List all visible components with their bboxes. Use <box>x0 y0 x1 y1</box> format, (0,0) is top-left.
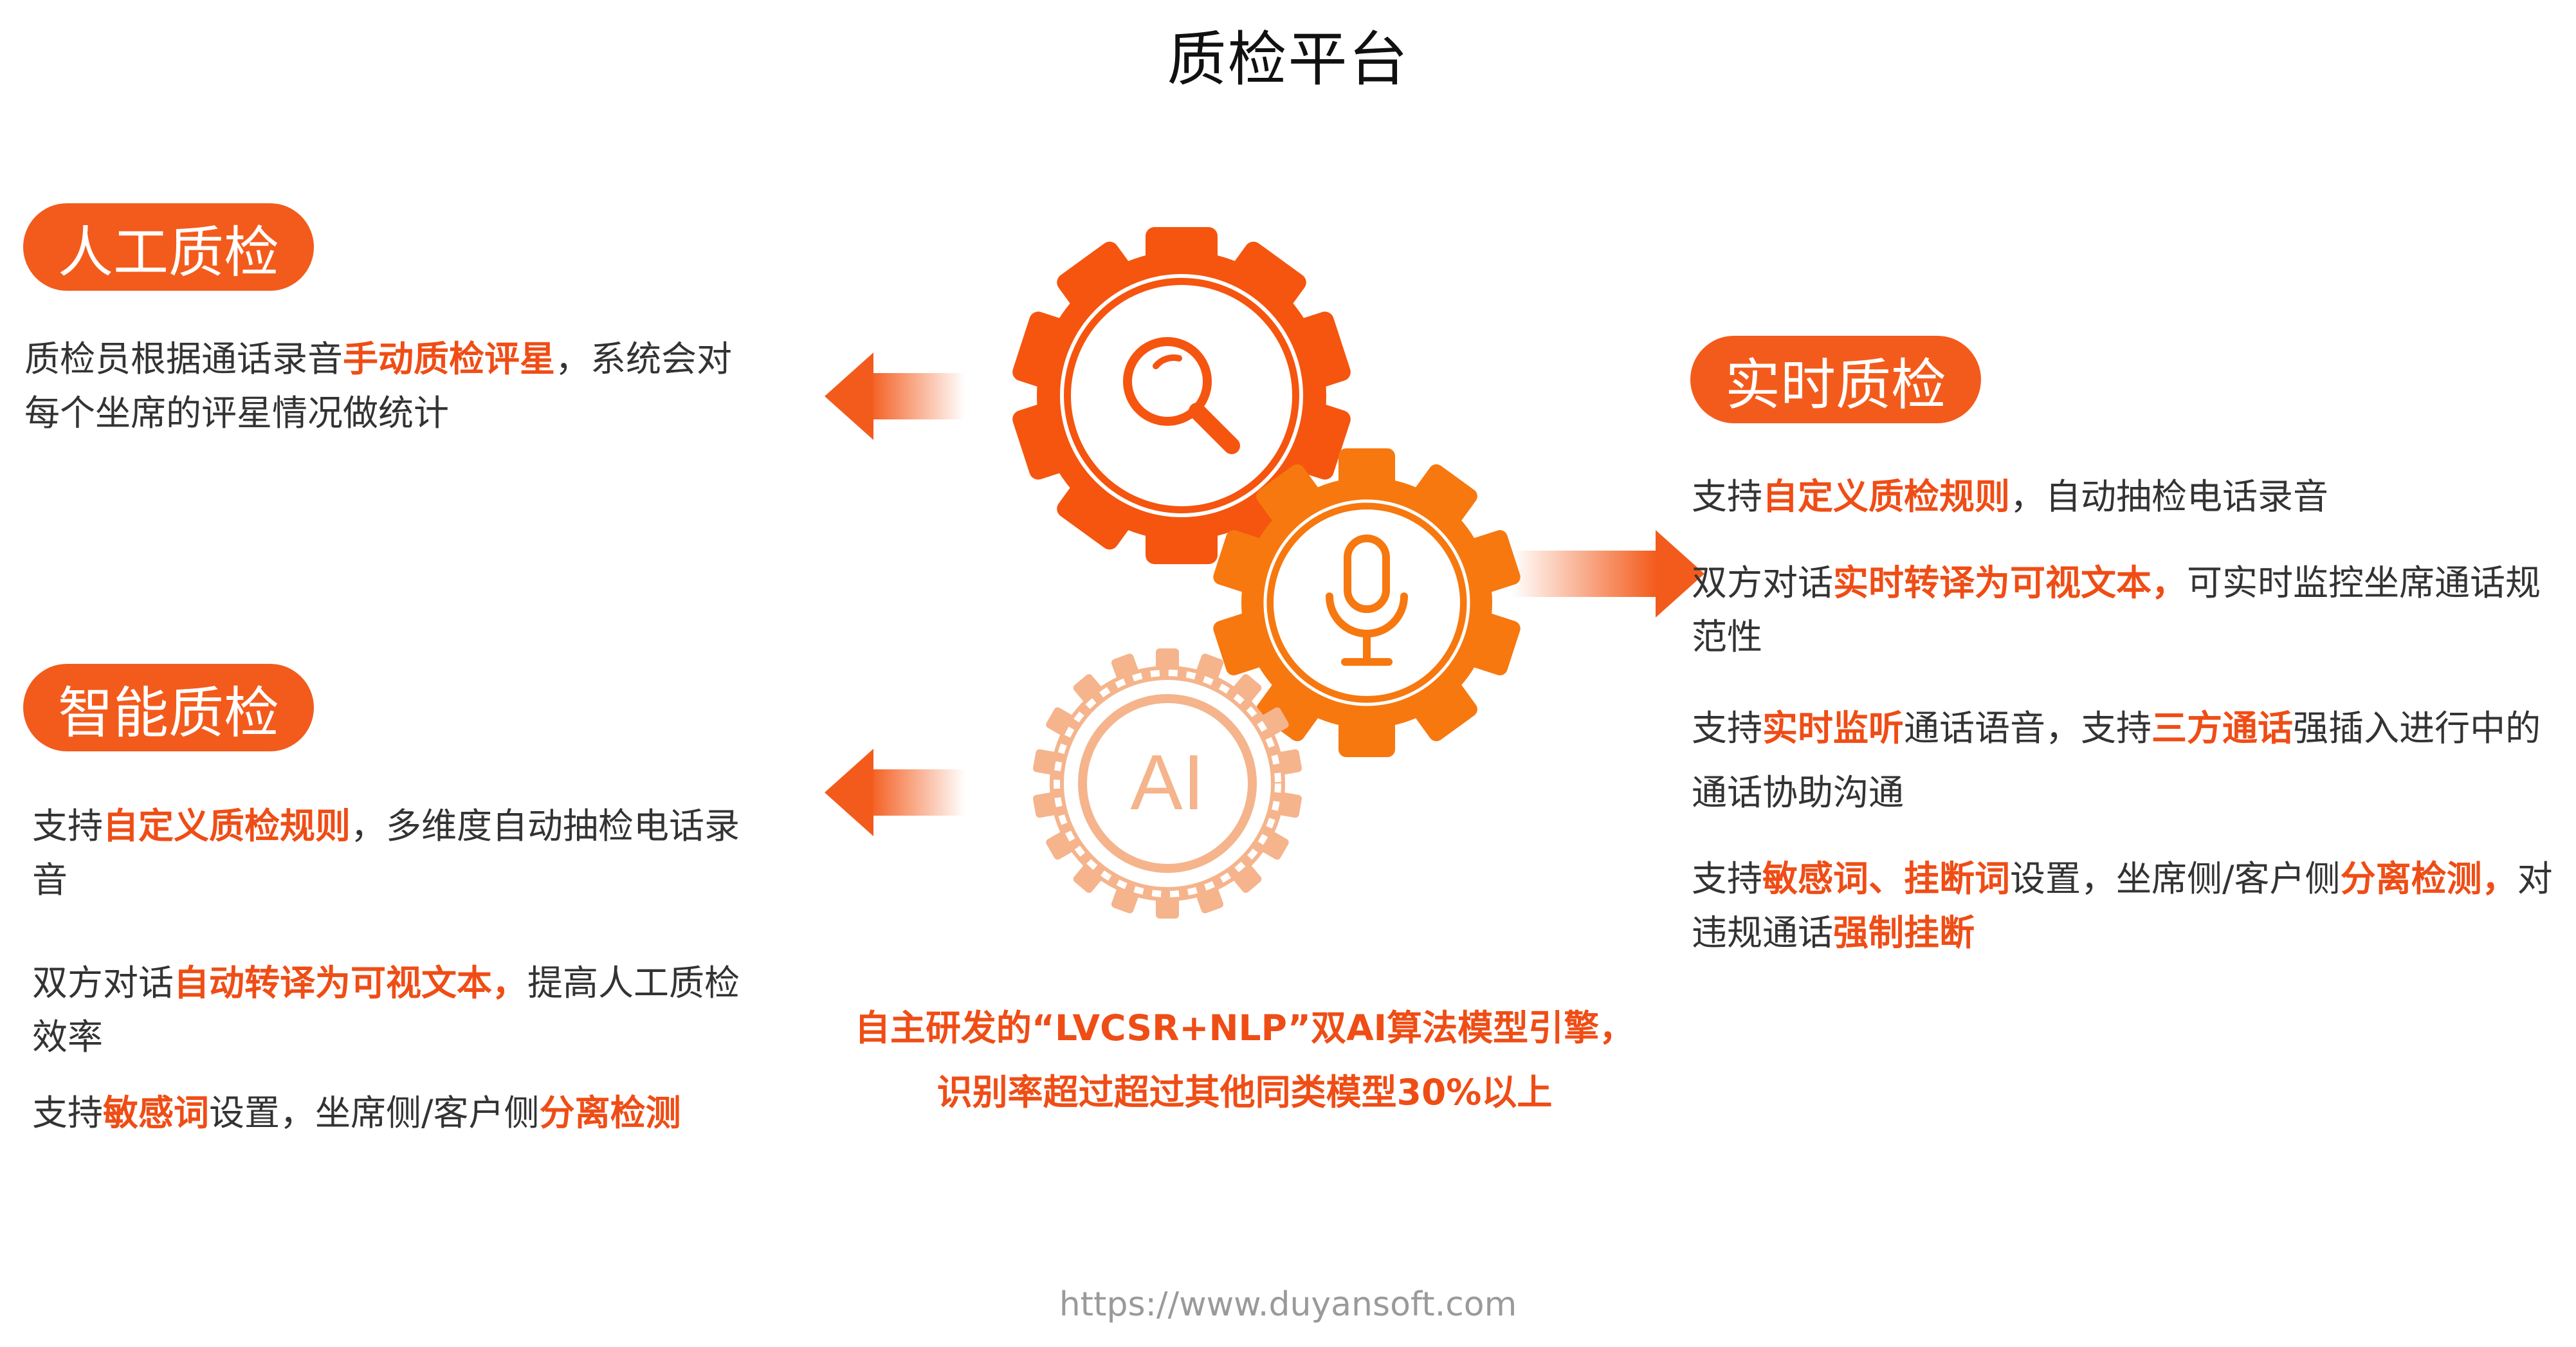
highlight-text: 实时转译为可视文本， <box>1833 562 2188 603</box>
highlight-text: 自定义质检规则 <box>1762 476 2011 517</box>
microphone-gear <box>1213 448 1521 757</box>
ai-icon: AI <box>1130 738 1204 826</box>
highlight-text: 手动质检评星 <box>343 338 556 380</box>
realtime-qc-point-1: 支持自定义质检规则，自动抽检电话录音 <box>1692 470 2553 524</box>
smart-qc-point-1: 支持自定义质检规则，多维度自动抽检电话录音 <box>32 799 753 907</box>
text: 支持 <box>1692 708 1763 749</box>
arrow-left-icon <box>825 749 965 836</box>
text: ，系统会对每个坐席的评星情况做统计 <box>24 338 733 434</box>
realtime-qc-badge: 实时质检 <box>1690 336 1981 423</box>
manual-qc-badge: 人工质检 <box>23 203 314 291</box>
text: 提高人工质检效率 <box>32 962 740 1058</box>
text: 通话语音，支持 <box>1904 708 2152 749</box>
text: 设置，坐席侧/客户侧 <box>2010 858 2341 899</box>
realtime-qc-point-3: 支持实时监听通话语音，支持三方通话强插入进行中的通话协助沟通 <box>1692 696 2553 825</box>
text: 支持 <box>32 805 104 847</box>
smart-qc-point-3: 支持敏感词设置，坐席侧/客户侧分离检测 <box>32 1086 778 1140</box>
smart-qc-badge-label: 智能质检 <box>58 681 279 746</box>
realtime-qc-point-2: 双方对话实时转译为可视文本，可实时监控坐席通话规范性 <box>1692 556 2553 664</box>
text: 支持 <box>32 1092 104 1133</box>
arrow-left-icon <box>825 353 965 440</box>
search-gear <box>1012 227 1351 564</box>
realtime-qc-point-4: 支持敏感词、挂断词设置，坐席侧/客户侧分离检测，对违规通话强制挂断 <box>1692 852 2566 960</box>
text: 双方对话 <box>32 962 174 1003</box>
text: 可实时监控坐席通话规范性 <box>1692 562 2541 657</box>
search-icon <box>1123 337 1240 454</box>
text: 对违规通话 <box>1692 858 2553 953</box>
microphone-icon <box>1326 535 1408 666</box>
highlight-text: 强制挂断 <box>1833 912 1975 953</box>
text: 支持 <box>1692 858 1763 899</box>
page-title: 质检平台 <box>1167 25 1409 94</box>
manual-qc-description: 质检员根据通话录音手动质检评星，系统会对每个坐席的评星情况做统计 <box>24 332 745 440</box>
realtime-qc-badge-label: 实时质检 <box>1725 353 1946 417</box>
smart-qc-badge: 智能质检 <box>23 664 314 751</box>
text: ，多维度自动抽检电话录音 <box>32 805 740 901</box>
highlight-text: 敏感词 <box>103 1092 210 1133</box>
highlight-text: 三方通话 <box>2151 708 2294 749</box>
text: 双方对话 <box>1692 562 1834 603</box>
manual-qc-badge-label: 人工质检 <box>58 220 279 285</box>
highlight-text: 敏感词、挂断词 <box>1762 858 2011 899</box>
text: 支持 <box>1692 476 1763 517</box>
arrow-right-icon <box>1512 530 1704 618</box>
engine-caption-line-1: 自主研发的“LVCSR+NLP”双AI算法模型引擎， <box>854 1007 1635 1049</box>
highlight-text: 分离检测 <box>539 1092 681 1133</box>
highlight-text: 自动转译为可视文本， <box>174 962 528 1003</box>
text: 设置，坐席侧/客户侧 <box>209 1092 540 1133</box>
highlight-text: 自定义质检规则 <box>103 805 351 847</box>
smart-qc-point-2: 双方对话自动转译为可视文本，提高人工质检效率 <box>32 956 753 1064</box>
engine-caption-line-2: 识别率超过超过其他同类模型30%以上 <box>936 1072 1553 1113</box>
text: 质检员根据通话录音 <box>24 338 343 380</box>
highlight-text: 分离检测， <box>2340 858 2517 899</box>
highlight-text: 实时监听 <box>1762 708 1905 749</box>
footer-url: https://www.duyansoft.com <box>1059 1285 1517 1324</box>
text: 强插入进行中的通话协助沟通 <box>1692 708 2541 813</box>
ai-gear: AI <box>1033 648 1302 919</box>
text: ，自动抽检电话录音 <box>2010 476 2329 517</box>
